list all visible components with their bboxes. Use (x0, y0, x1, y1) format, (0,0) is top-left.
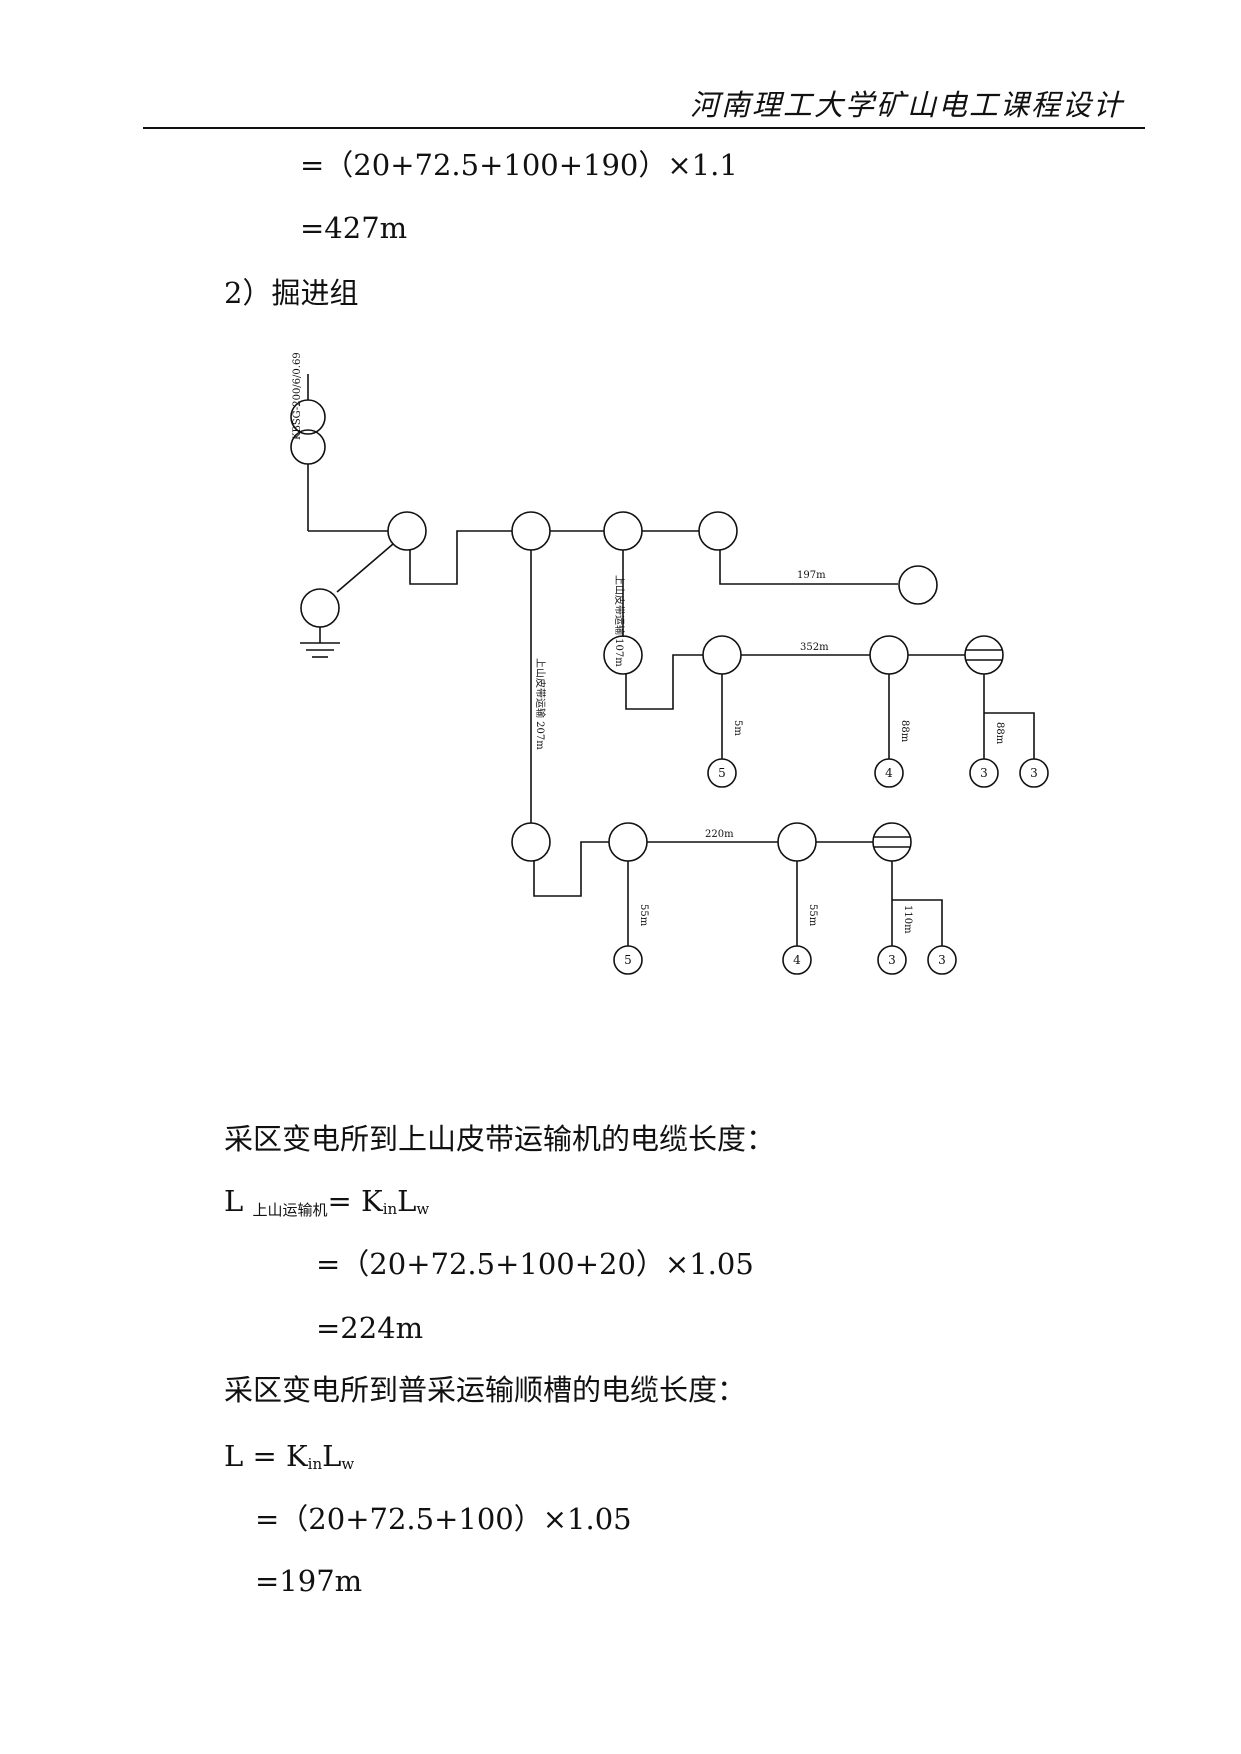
switch-3 (603, 511, 643, 551)
dist-55m-b: 55m (807, 904, 818, 927)
calc2-formula-eq: = K (327, 1184, 383, 1218)
calc2-line2: =224m (316, 1311, 424, 1345)
node-label-4-lower: 4 (793, 953, 801, 967)
calc2-intro: 采区变电所到上山皮带运输机的电缆长度： (224, 1122, 776, 1156)
transformer-coil-top (290, 399, 326, 435)
load-5-upper (707, 758, 737, 788)
header-divider (143, 127, 1145, 129)
dist-88m-b: 88m (994, 722, 1005, 745)
load-3b-lower (927, 945, 957, 975)
calc1-line1: =（20+72.5+100+190）×1.1 (300, 148, 738, 182)
dist-5m: 5m (732, 720, 743, 736)
dist-220m: 220m (705, 829, 734, 840)
link-9-10 (533, 841, 609, 897)
calc2-formula-L: L (224, 1184, 244, 1218)
switch-8 (964, 635, 1004, 675)
load-4-upper (874, 758, 904, 788)
line-110m-branch (892, 899, 943, 946)
load-3a-upper (969, 758, 999, 788)
page-header-title: 河南理工大学矿山电工课程设计 (690, 88, 1125, 122)
calc3-formula-w: w (341, 1455, 355, 1473)
calc2-formula: L 上山运输机= KinLw (224, 1187, 429, 1218)
calc3-formula-Lw: L (322, 1439, 342, 1473)
calc3-intro: 采区变电所到普采运输顺槽的电缆长度： (224, 1373, 747, 1407)
line-88m-branch (984, 712, 1035, 759)
load-197m (898, 565, 938, 605)
dist-110m: 110m (902, 905, 913, 934)
calc2-formula-Lw: L (397, 1184, 417, 1218)
load-4-lower (782, 945, 812, 975)
calc1-line2: =427m (300, 211, 408, 245)
calc3-formula-in: in (307, 1455, 323, 1473)
link-1-2 (409, 530, 512, 585)
switch-11 (777, 822, 817, 862)
switch-5 (603, 635, 643, 675)
node-label-5-lower: 5 (624, 953, 632, 967)
dist-197m: 197m (797, 570, 826, 581)
calc3-line1: =（20+72.5+100）×1.05 (255, 1502, 632, 1536)
calc2-formula-w: w (416, 1200, 430, 1218)
dist-55m-a: 55m (638, 904, 649, 927)
switch-7 (869, 635, 909, 675)
dist-88m-a: 88m (899, 720, 910, 743)
load-5-lower (613, 945, 643, 975)
dist-352m: 352m (800, 642, 829, 653)
line-197m (719, 550, 898, 585)
calc3-formula: L = KinLw (224, 1442, 354, 1472)
node-label-3a-upper: 3 (980, 766, 988, 780)
transformer-label: KBSG-200/6/0.69 (292, 352, 303, 440)
vertical-label-107m: 上山皮带运输 107m (613, 575, 626, 667)
section-heading: 2）掘进组 (224, 276, 359, 310)
node-label-3b-upper: 3 (1030, 766, 1038, 780)
node-label-3b-lower: 3 (938, 953, 946, 967)
switch-9 (511, 822, 551, 862)
load-3b-upper (1019, 758, 1049, 788)
calc2-line1: =（20+72.5+100+20）×1.05 (316, 1247, 754, 1281)
calc2-formula-sub: 上山运输机 (252, 1201, 328, 1219)
switch-12 (872, 822, 912, 862)
node-label-5-upper: 5 (718, 766, 726, 780)
vertical-label-207m: 上山皮带运输 207m (534, 658, 547, 750)
switch-4 (698, 511, 738, 551)
switch-6 (702, 635, 742, 675)
ground-link (336, 543, 394, 593)
link-5-6 (625, 654, 703, 710)
switch-10 (608, 822, 648, 862)
calc2-formula-in: in (382, 1200, 398, 1218)
switch-2 (511, 511, 551, 551)
load-3a-lower (877, 945, 907, 975)
ground-switch (300, 588, 340, 628)
calc3-line2: =197m (255, 1564, 363, 1598)
node-label-3a-lower: 3 (888, 953, 896, 967)
switch-1 (387, 511, 427, 551)
node-label-4-upper: 4 (885, 766, 893, 780)
calc3-formula-L: L = K (224, 1439, 308, 1473)
